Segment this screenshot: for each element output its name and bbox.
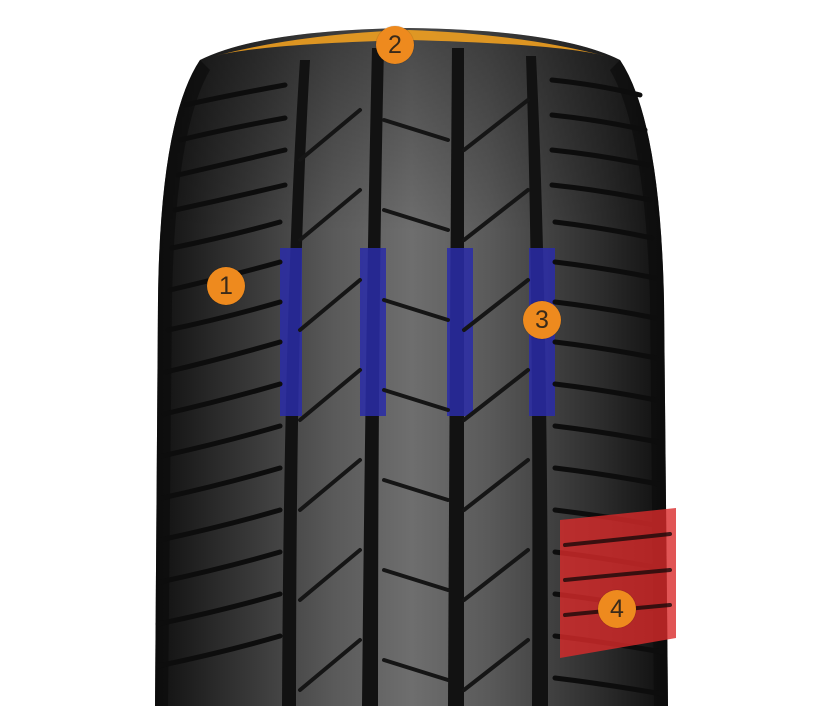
marker-4-badge: 4 [598,590,636,628]
marker-1-badge: 1 [207,267,245,305]
marker-3-badge: 3 [523,301,561,339]
marker-2-label: 2 [388,30,402,59]
marker-3-label: 3 [535,305,549,334]
marker-2-badge: 2 [376,26,414,64]
center-rib-grooves [298,98,530,692]
marker-1-label: 1 [219,271,233,300]
shoulder-highlight [560,508,676,658]
groove-highlights [280,248,555,416]
marker-4-label: 4 [610,594,624,623]
